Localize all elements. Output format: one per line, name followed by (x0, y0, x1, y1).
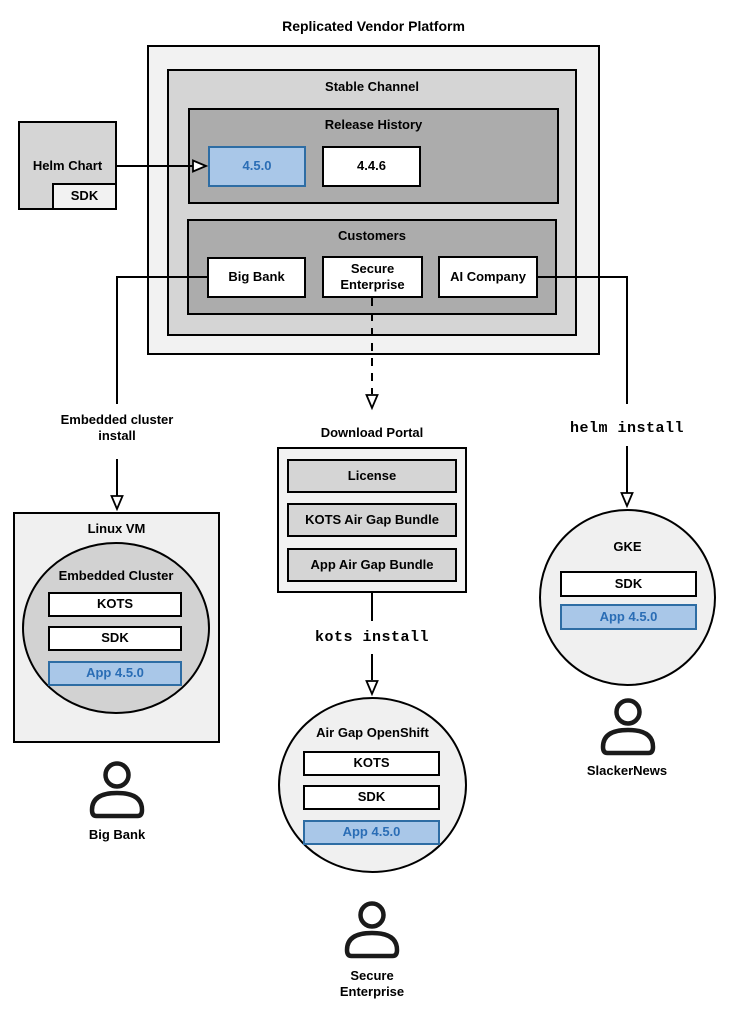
customer-secure-enterprise-box: Secure Enterprise (322, 256, 423, 298)
secure-enterprise-persona-label: Secure Enterprise (339, 968, 405, 1000)
airgap-kots-bar: KOTS (303, 751, 440, 776)
download-portal-label: Download Portal (320, 425, 424, 440)
app-airgap-bundle-bar: App Air Gap Bundle (287, 548, 457, 582)
airgap-app-bar: App 4.5.0 (303, 820, 440, 845)
gke-app-bar: App 4.5.0 (560, 604, 697, 630)
slackernews-persona-label: SlackerNews (586, 763, 668, 778)
secure-enterprise-user-icon (342, 899, 402, 959)
kots-install-edge-label: kots install (314, 629, 430, 646)
helm-chart-label: Helm Chart (32, 158, 103, 173)
gke-sdk-bar: SDK (560, 571, 697, 597)
embedded-install-edge-label: Embedded cluster install (60, 412, 174, 444)
stable-channel-label: Stable Channel (325, 79, 419, 94)
gke-circle (539, 509, 716, 686)
slackernews-user-icon (598, 696, 658, 756)
release-4-5-0-box: 4.5.0 (208, 146, 306, 187)
customer-ai-company-box: AI Company (438, 256, 538, 298)
big-bank-user-icon (87, 759, 147, 819)
embedded-sdk-bar: SDK (48, 626, 182, 651)
embedded-cluster-label: Embedded Cluster (58, 568, 174, 583)
linux-vm-label: Linux VM (87, 521, 146, 536)
diagram-title: Replicated Vendor Platform (282, 18, 465, 34)
big-bank-persona-label: Big Bank (88, 827, 146, 842)
release-history-label: Release History (324, 117, 423, 132)
helm-sdk-box: SDK (52, 183, 117, 210)
license-bar: License (287, 459, 457, 493)
embedded-app-bar: App 4.5.0 (48, 661, 182, 686)
customer-big-bank-box: Big Bank (207, 257, 306, 298)
airgap-openshift-label: Air Gap OpenShift (316, 725, 429, 740)
airgap-sdk-bar: SDK (303, 785, 440, 810)
embedded-kots-bar: KOTS (48, 592, 182, 617)
kots-airgap-bundle-bar: KOTS Air Gap Bundle (287, 503, 457, 537)
release-4-4-6-box: 4.4.6 (322, 146, 421, 187)
gke-label: GKE (613, 539, 642, 554)
customers-label: Customers (338, 228, 406, 243)
helm-install-edge-label: helm install (569, 420, 685, 437)
